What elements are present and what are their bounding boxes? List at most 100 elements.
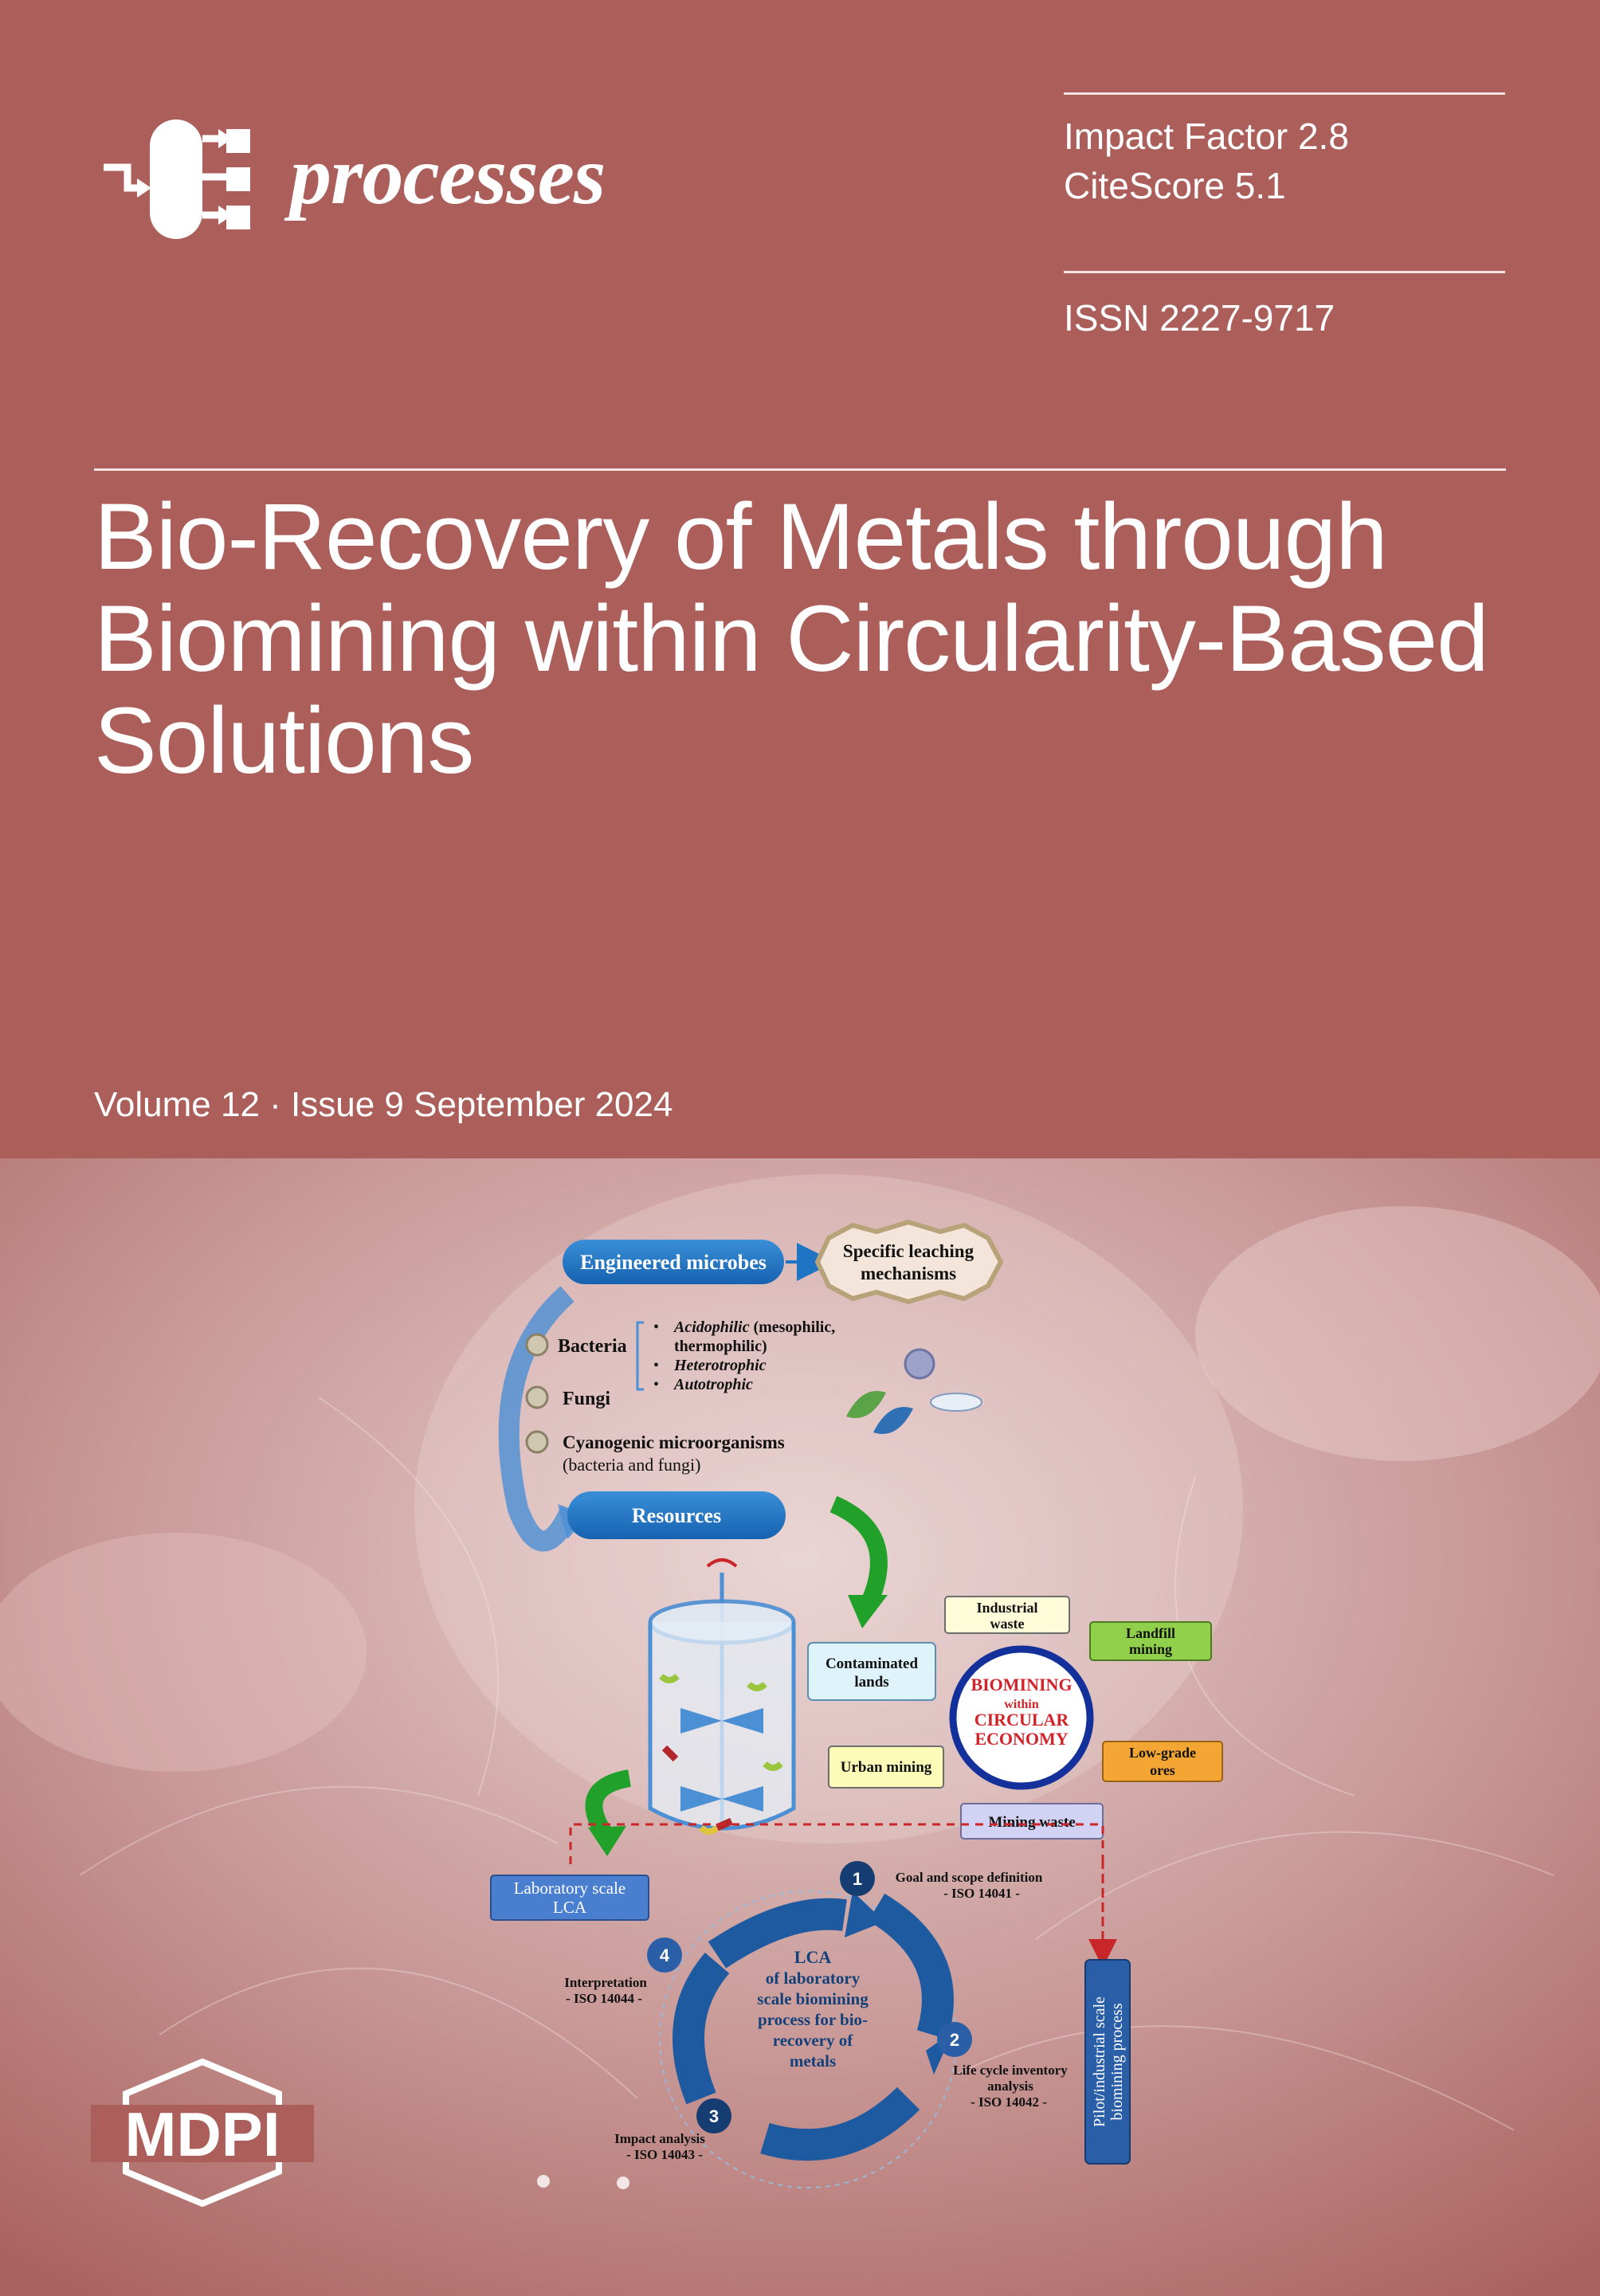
issue-info: Volume 12 · Issue 9 September 2024 [94, 1085, 673, 1124]
reactor-body [648, 1622, 796, 1831]
lab-scale-2: LCA [553, 1898, 587, 1917]
thermophilic-text: thermophilic) [674, 1338, 767, 1355]
bullet-3: • [653, 1376, 659, 1393]
industrial-waste-box [944, 1596, 1070, 1634]
virus-icon [904, 1348, 935, 1380]
bioreactor-illustration [648, 1558, 796, 1835]
journal-name: processes [290, 129, 606, 221]
mining-waste: Mining waste [988, 1814, 1075, 1831]
bacterium-blue-icon [873, 1407, 913, 1434]
mining-waste-box [960, 1803, 1104, 1840]
contaminated-1: Contaminated [825, 1655, 919, 1672]
economy-word: ECONOMY [975, 1729, 1068, 1749]
rotation-arrow [706, 1558, 738, 1568]
title-rule [94, 468, 1506, 471]
cover-artwork: Engineered microbes Specific leaching me… [0, 1158, 1600, 2296]
acidophilic-word: Acidophilic [673, 1318, 750, 1336]
step3-badge [696, 2098, 731, 2133]
pilot-scale-2: biomining process [1108, 2003, 1126, 2120]
landfill-1: Landfill [1126, 1625, 1175, 1641]
microbe-a [659, 1674, 680, 1683]
landfill-2: mining [1129, 1641, 1172, 1657]
engineered-microbes-label: Engineered microbes [580, 1251, 767, 1274]
step2-c: - ISO 14042 - [971, 2094, 1047, 2110]
step2-badge [937, 2022, 972, 2057]
lca-arrow-1 [868, 1893, 954, 2039]
resources-pill [567, 1491, 786, 1539]
green-arrow-right [829, 1495, 888, 1608]
bacteria-types: • Acidophilic (mesophilic, thermophilic)… [653, 1318, 835, 1393]
green-arrowhead-left [588, 1826, 626, 1856]
pilot-scale-1: Pilot/industrial scale [1091, 1996, 1108, 2127]
specific-leaching-line2: mechanisms [861, 1264, 956, 1283]
low-grade-box [1102, 1741, 1223, 1782]
bacillus-icon [930, 1393, 982, 1412]
issn: ISSN 2227-9717 [1064, 297, 1335, 339]
specific-leaching-line1: Specific leaching [843, 1241, 975, 1261]
acidophilic-line: Acidophilic (mesophilic, [673, 1318, 835, 1336]
step4-badge [647, 1937, 682, 1973]
lca-arrow-2 [760, 2086, 920, 2161]
step1-badge [840, 1861, 875, 1896]
cyanogenic-label: Cyanogenic microorganisms [563, 1432, 785, 1452]
bacteria-label: Bacteria [558, 1336, 627, 1357]
lab-scale-box [490, 1875, 649, 1921]
bullet-1: • [653, 1318, 659, 1336]
step1-a: Goal and scope definition [896, 1870, 1043, 1885]
filament-lines [79, 1397, 1555, 2131]
contaminated-box [807, 1642, 936, 1701]
biomining-cycle: BIOMINING within CIRCULAR ECONOMY Indust… [807, 1596, 1223, 1840]
step2-number: 2 [950, 2030, 959, 2050]
landfill-box [1089, 1621, 1212, 1661]
heterotrophic-text: Heterotrophic [673, 1357, 767, 1374]
step1-b: - ISO 14041 - [943, 1886, 1020, 1901]
lca-title-6: metals [790, 2051, 836, 2071]
biomining-word: BIOMINING [971, 1675, 1072, 1695]
impeller-lower [680, 1786, 763, 1812]
lca-arrow-3 [673, 1952, 730, 2105]
step3-b: - ISO 14043 - [626, 2147, 703, 2162]
resources-label: Resources [632, 1504, 721, 1527]
cell-shape-left [0, 1533, 367, 1772]
low-grade-1: Low-grade [1129, 1745, 1196, 1761]
lab-scale-1: Laboratory scale [514, 1879, 626, 1898]
step2-a: Life cycle inventory [953, 2063, 1068, 2078]
step3-number: 3 [709, 2106, 719, 2126]
article-title: Bio-Recovery of Metals through Biomining… [94, 484, 1489, 793]
cell-shape-right [1195, 1206, 1600, 1461]
lca-title-4: process for bio- [758, 2010, 868, 2029]
industrial-waste-1: Industrial [976, 1600, 1037, 1616]
mdpi-logo: MDPI [91, 2059, 314, 2207]
decor-dot-2 [617, 2176, 629, 2189]
lca-title-2: of laboratory [766, 1969, 861, 1988]
bacteria-bullet [525, 1333, 549, 1357]
microbe-illustrations [846, 1348, 982, 1434]
mdpi-hexagon [123, 2059, 282, 2207]
microbe-b [747, 1682, 767, 1691]
microbe-c [763, 1761, 783, 1771]
cover-header: processes Impact Factor 2.8 CiteScore 5.… [94, 92, 1506, 1124]
low-grade-2: ores [1150, 1762, 1175, 1778]
lca-cycle: LCA of laboratory scale biomining proces… [564, 1861, 1068, 2188]
engineered-microbes-pill [563, 1240, 784, 1284]
specific-leaching-badge [814, 1219, 1004, 1305]
circular-word: CIRCULAR [975, 1710, 1070, 1730]
contaminated-2: lands [854, 1674, 888, 1691]
pilot-scale-box [1084, 1959, 1131, 2165]
decor-dot-1 [537, 2175, 550, 2188]
lca-title-5: recovery of [773, 2031, 853, 2050]
bacteria-bracket [636, 1321, 644, 1391]
step1-number: 1 [853, 1869, 862, 1889]
journal-logo: processes [99, 112, 606, 247]
step4-a: Interpretation [564, 1975, 647, 1990]
urban-mining-box [828, 1746, 944, 1789]
lca-title-1: LCA [794, 1947, 832, 1967]
step4-b: - ISO 14044 - [566, 1991, 642, 2006]
citescore: CiteScore 5.1 [1064, 165, 1286, 206]
biomining-figure: Engineered microbes Specific leaching me… [0, 1158, 1600, 2296]
fungi-bullet [525, 1385, 549, 1409]
metrics-top-rule [1064, 92, 1505, 95]
acidophilic-rest: (mesophilic, [749, 1318, 835, 1336]
lca-arrow-4 [708, 1898, 847, 1969]
impeller-upper [680, 1708, 763, 1734]
